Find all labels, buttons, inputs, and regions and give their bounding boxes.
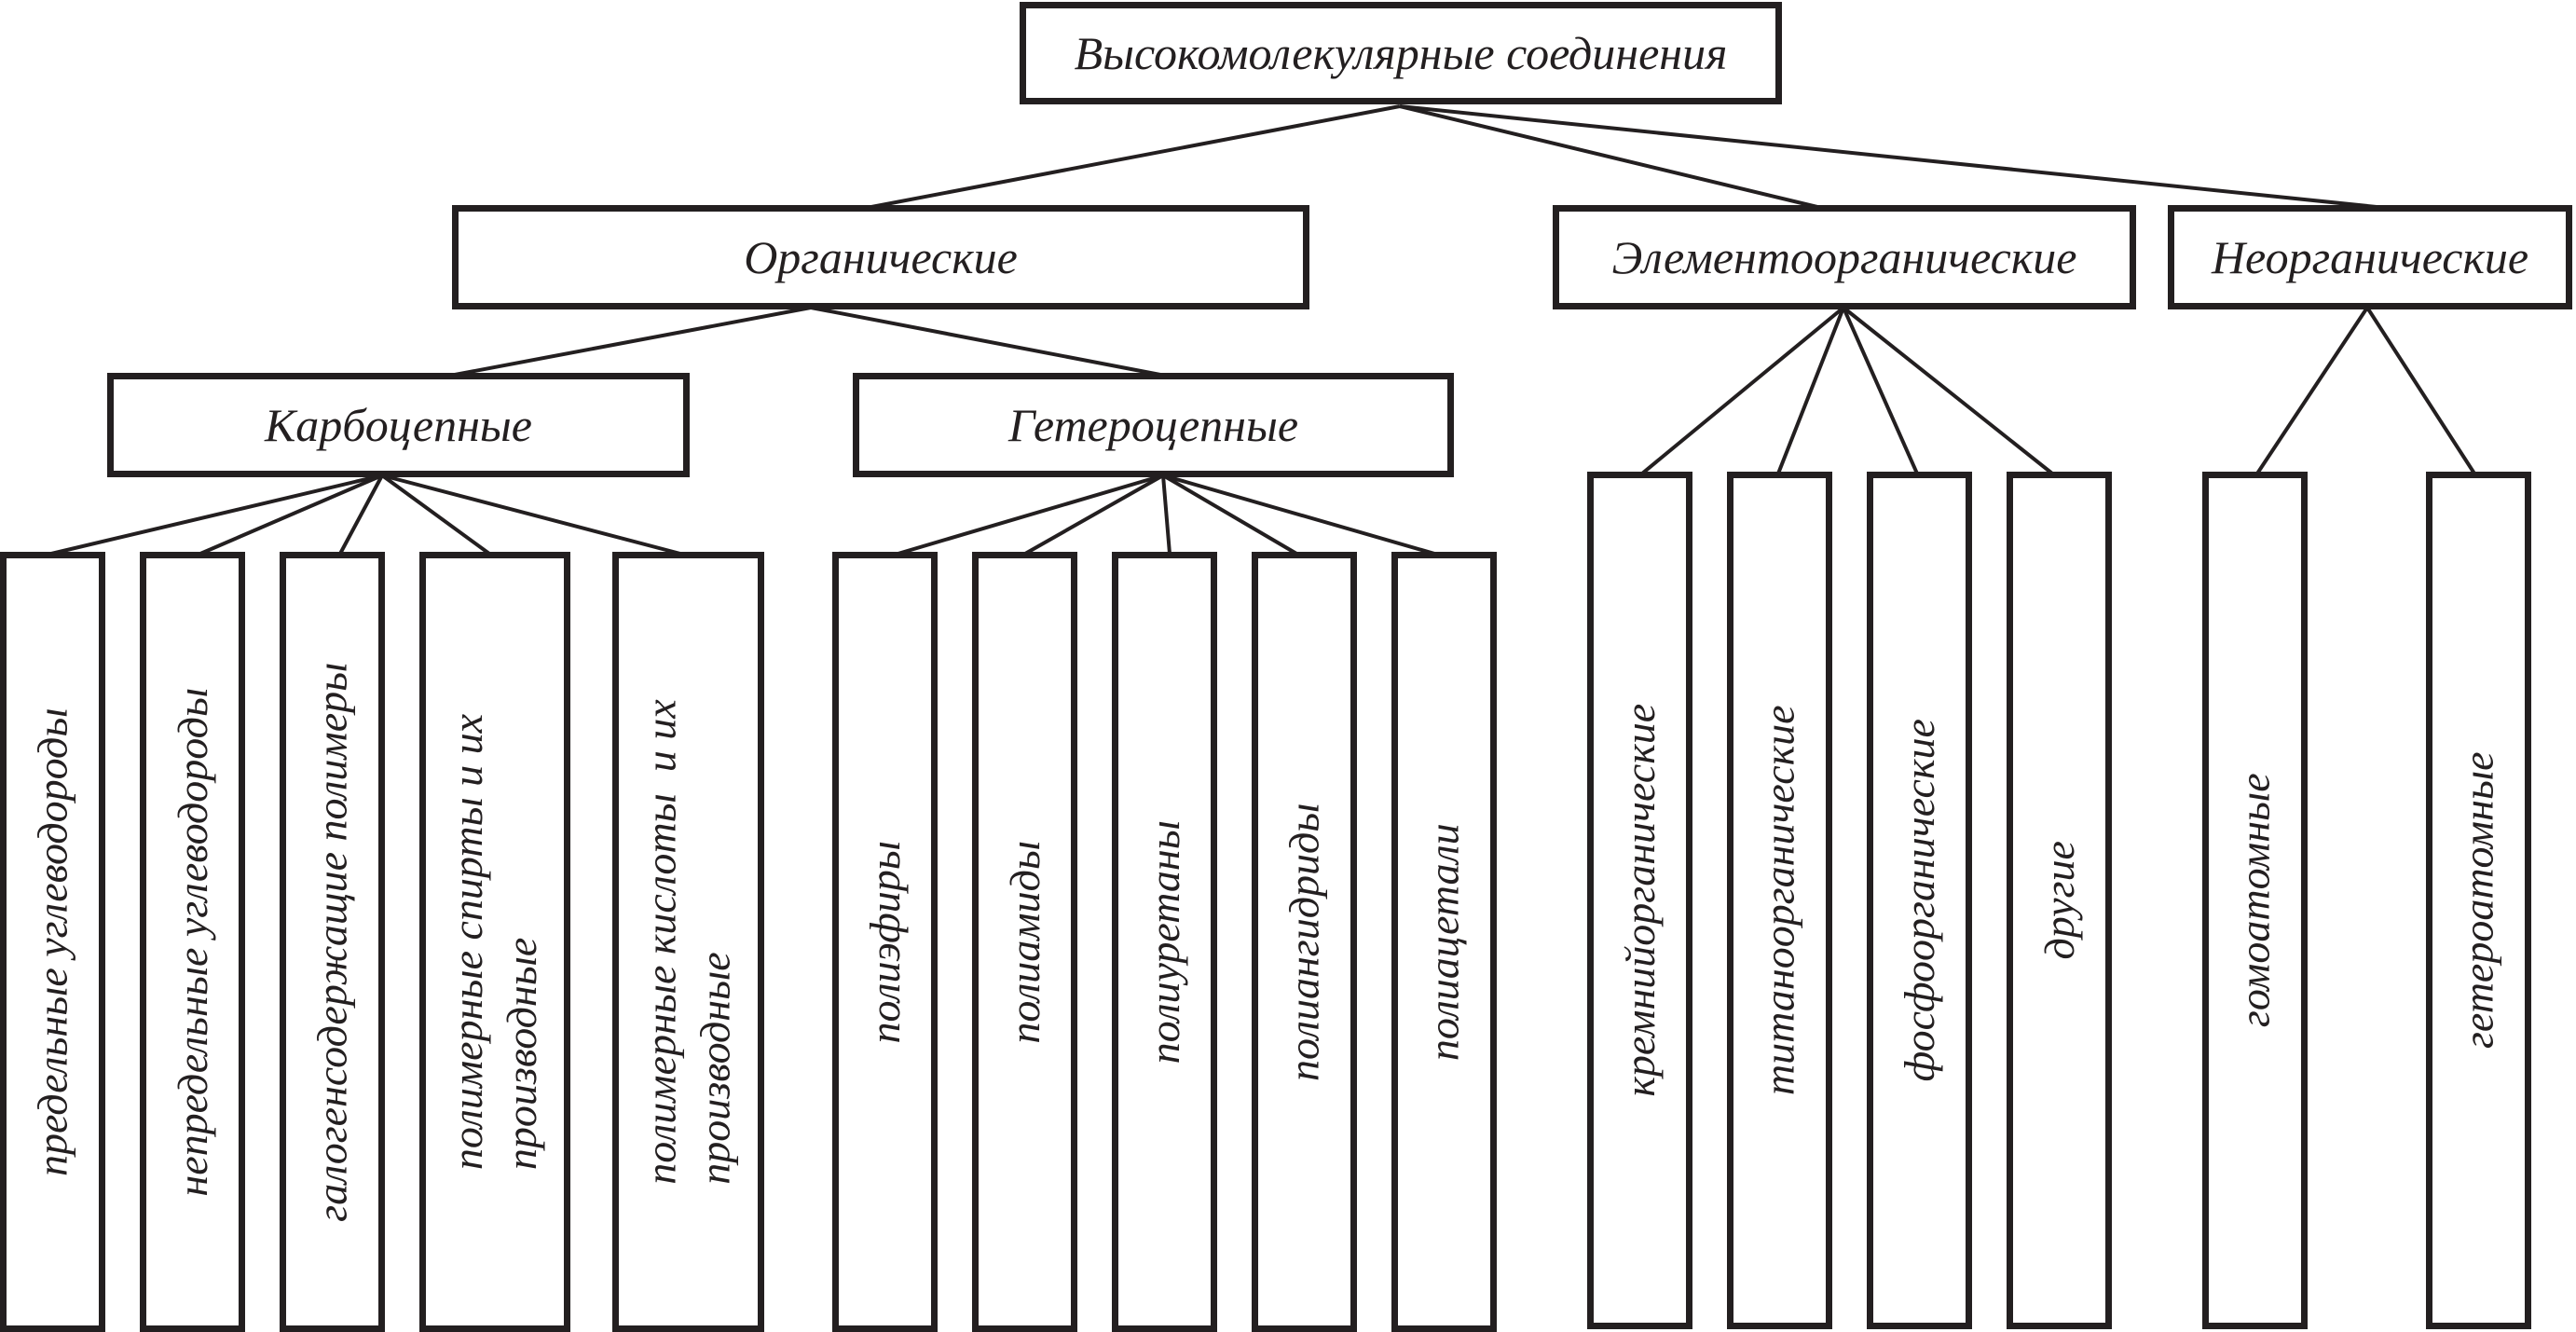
- leaf-label: полимерные кислоты и их производные: [637, 699, 739, 1185]
- leaf-polyurethanes: полиуретаны: [1112, 552, 1217, 1332]
- leaf-label: полиуретаны: [1140, 819, 1188, 1064]
- leaf-phosphorus-organic: фосфоорганические: [1867, 472, 1972, 1329]
- leaf-unsaturated-hydrocarbons: непредельные углеводороды: [140, 552, 245, 1332]
- connector-root-elementorganic: [1399, 104, 1818, 209]
- inorganic-node: Неорганические: [2168, 205, 2572, 309]
- elementorganic-node: Элементоорганические: [1553, 205, 2136, 309]
- leaf-polyamides: полиамиды: [972, 552, 1077, 1332]
- connector-root-organic: [870, 104, 1401, 209]
- connector-root-inorganic: [1399, 104, 2377, 209]
- leaf-polyacetals: полиацетали: [1391, 552, 1497, 1332]
- root-node: Высокомолекулярные соединения: [1020, 2, 1782, 104]
- leaf-silicon-organic: кремнийорганические: [1587, 472, 1692, 1329]
- leaf-label: полиангидриды: [1280, 803, 1328, 1081]
- leaf-label: непредельные углеводороды: [168, 687, 216, 1197]
- carbochain-node: Карбоцепные: [107, 373, 690, 477]
- leaf-label: гетероатомные: [2454, 751, 2502, 1050]
- leaf-saturated-hydrocarbons: предельные углеводороды: [0, 552, 105, 1332]
- leaf-label: полиацетали: [1419, 823, 1468, 1061]
- connector-organic-carbochain: [454, 306, 812, 377]
- leaf-label: титаноорганические: [1755, 705, 1803, 1096]
- leaf-homoatomic: гомоатомные: [2202, 472, 2308, 1329]
- leaf-titanium-organic: титаноорганические: [1727, 472, 1832, 1329]
- leaf-label: кремнийорганические: [1615, 704, 1664, 1097]
- organic-node: Органические: [452, 205, 1309, 309]
- root-node-label: Высокомолекулярные соединения: [1074, 27, 1728, 79]
- leaf-label: полиэфиры: [860, 840, 909, 1044]
- leaf-label: галогенсодержащие полимеры: [308, 662, 356, 1222]
- inorganic-node-label: Неорганические: [2211, 231, 2529, 283]
- connector-organic-heterochain: [810, 306, 1161, 377]
- leaf-halogen-polymers: галогенсодержащие полимеры: [280, 552, 385, 1332]
- leaf-label: полиамиды: [1000, 840, 1048, 1044]
- leaf-polymer-acids: полимерные кислоты и их производные: [612, 552, 764, 1332]
- leaf-heteroatomic: гетероатомные: [2426, 472, 2531, 1329]
- leaf-label: предельные углеводороды: [28, 707, 76, 1176]
- heterochain-node: Гетероцепные: [853, 373, 1454, 477]
- heterochain-node-label: Гетероцепные: [1007, 399, 1299, 451]
- leaf-label: фосфоорганические: [1895, 719, 1943, 1082]
- leaf-polyanhydrides: полиангидриды: [1252, 552, 1357, 1332]
- organic-node-label: Органические: [744, 231, 1018, 283]
- leaf-label: другие: [2035, 841, 2083, 960]
- elementorganic-node-label: Элементоорганические: [1611, 231, 2077, 283]
- leaf-other: другие: [2007, 472, 2112, 1329]
- leaf-label: гомоатомные: [2230, 773, 2279, 1028]
- leaf-polymer-alcohols: полимерные спирты и их производные: [419, 552, 570, 1332]
- carbochain-node-label: Карбоцепные: [265, 399, 532, 451]
- leaf-polyesters: полиэфиры: [832, 552, 938, 1332]
- leaf-label: полимерные спирты и их производные: [444, 713, 546, 1171]
